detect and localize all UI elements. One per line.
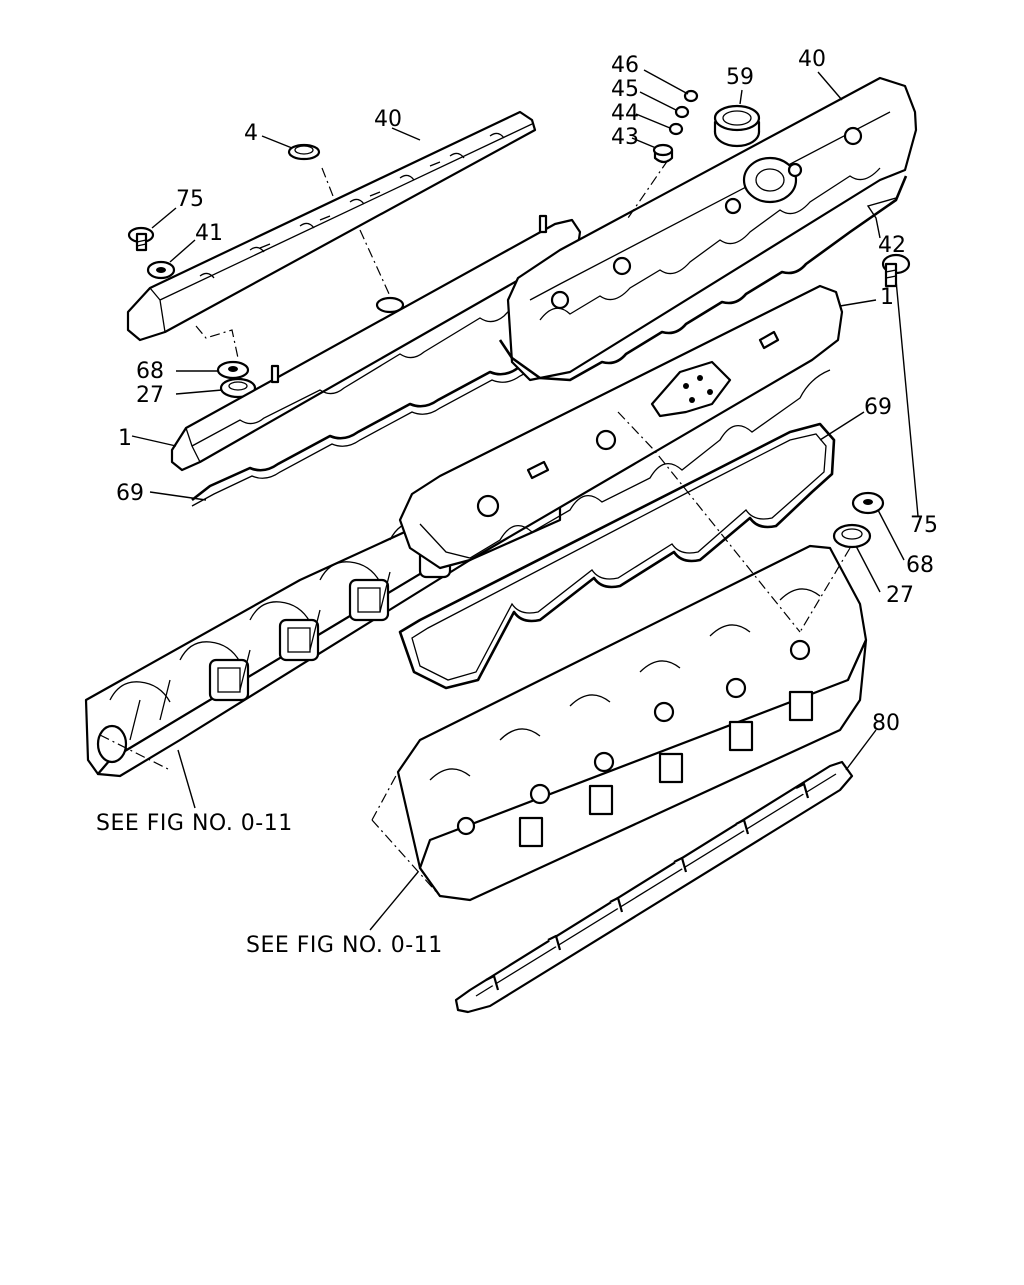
right-cylinder-head: [371, 544, 868, 902]
figure-references: SEE FIG NO. 0-11 SEE FIG NO. 0-11: [96, 811, 443, 958]
callout-75-left: 75: [176, 187, 204, 212]
callout-69-right: 69: [864, 395, 892, 420]
part-45: [674, 105, 690, 119]
callout-59: 59: [726, 65, 754, 90]
right-valve-cover: [398, 284, 844, 570]
callout-40-left: 40: [374, 107, 402, 132]
grommet-27-left: [219, 377, 257, 399]
reference-right: SEE FIG NO. 0-11: [246, 933, 443, 958]
bolt-75-right: [881, 253, 911, 288]
callout-45: 45: [611, 77, 639, 102]
grommet-27-right: [832, 523, 872, 549]
callout-42: 42: [878, 233, 906, 258]
callout-46: 46: [611, 53, 639, 78]
callout-68-left: 68: [136, 359, 164, 384]
callout-27-right: 27: [886, 583, 914, 608]
callout-1-right: 1: [880, 285, 894, 310]
callout-43: 43: [611, 125, 639, 150]
small-parts-stack: [652, 89, 699, 164]
callout-68-right: 68: [906, 553, 934, 578]
reference-left: SEE FIG NO. 0-11: [96, 811, 293, 836]
callout-80: 80: [872, 711, 900, 736]
right-gasket: [398, 422, 836, 690]
callout-4: 4: [244, 121, 258, 146]
callouts: 4 40 75 41 68 27 1 69 46 45 44 43 59 40 …: [116, 47, 938, 736]
leader-lines: [131, 69, 919, 931]
grommet-68-left: [216, 360, 250, 380]
callout-40-right: 40: [798, 47, 826, 72]
callout-27-left: 27: [136, 383, 164, 408]
part-43: [652, 143, 674, 157]
callout-1-left: 1: [118, 426, 132, 451]
washer-41: [146, 260, 176, 280]
right-shield-gasket: [498, 175, 908, 382]
assembly-lines: [195, 159, 851, 633]
part-46: [683, 89, 699, 103]
callout-44: 44: [611, 101, 639, 126]
callout-75-right: 75: [910, 513, 938, 538]
filler-cap-59: [713, 104, 761, 148]
callout-41: 41: [195, 221, 223, 246]
grommet-middle: [375, 296, 405, 314]
left-heat-shield: [126, 110, 537, 342]
callout-69-left: 69: [116, 481, 144, 506]
grommet-68-right: [851, 491, 885, 515]
left-gasket: [191, 330, 585, 507]
part-44: [668, 122, 684, 136]
right-heat-shield: [506, 76, 918, 382]
bolt-75-left: [127, 226, 155, 252]
grommet-4: [287, 143, 321, 161]
gasket-strip-80: [454, 760, 854, 1014]
